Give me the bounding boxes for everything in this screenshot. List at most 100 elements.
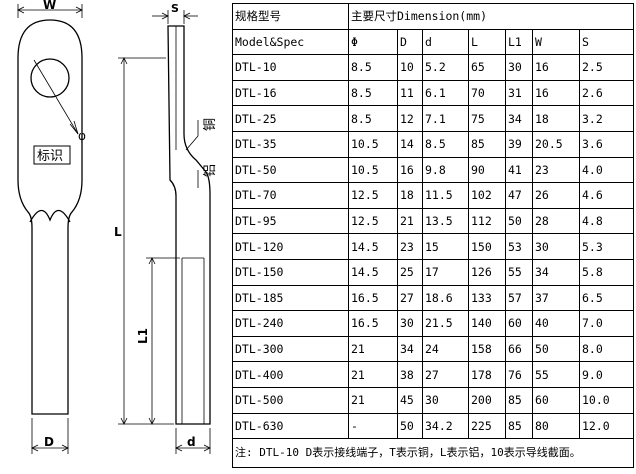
table-cell-W: 37 bbox=[532, 284, 580, 312]
table-cell-model: DTL-35 bbox=[232, 130, 349, 158]
lug-front-outline bbox=[17, 19, 83, 415]
table-cell-L: 133 bbox=[468, 284, 506, 312]
table-cell-L: 200 bbox=[468, 386, 506, 414]
table-cell-L: 70 bbox=[468, 79, 506, 107]
table-cell-D: 30 bbox=[397, 310, 423, 337]
table-cell-phi: 8.5 bbox=[348, 79, 398, 107]
table-cell-d: 8.5 bbox=[422, 130, 469, 158]
col-header-W: W bbox=[532, 28, 580, 56]
table-cell-S: 3.2 bbox=[579, 105, 634, 132]
table-cell-L1: 53 bbox=[505, 233, 533, 260]
table-cell-S: 2.5 bbox=[579, 54, 634, 81]
table-cell-D: 21 bbox=[397, 207, 423, 235]
table-cell-L1: 85 bbox=[505, 386, 533, 414]
table-cell-L: 178 bbox=[468, 361, 506, 388]
table-cell-phi: 16.5 bbox=[348, 310, 398, 337]
table-cell-W: 20.5 bbox=[532, 130, 580, 158]
table-cell-W: 40 bbox=[532, 310, 580, 337]
table-cell-L: 65 bbox=[468, 54, 506, 81]
lug-hole bbox=[30, 58, 70, 98]
table-cell-d: 34.2 bbox=[422, 412, 469, 440]
table-cell-S: 3.6 bbox=[579, 130, 634, 158]
col-header-phi: Φ bbox=[348, 28, 398, 56]
table-cell-phi: - bbox=[348, 412, 398, 440]
dim-l-label: L bbox=[114, 225, 122, 239]
col-header-L: L bbox=[468, 28, 506, 56]
table-cell-L: 150 bbox=[468, 233, 506, 260]
table-cell-model: DTL-150 bbox=[232, 258, 349, 286]
table-cell-W: 18 bbox=[532, 105, 580, 132]
aluminum-label: 铝 bbox=[203, 164, 218, 177]
table-cell-phi: 12.5 bbox=[348, 182, 398, 209]
table-cell-W: 60 bbox=[532, 386, 580, 414]
col-header-d: d bbox=[422, 28, 469, 56]
table-cell-W: 28 bbox=[532, 207, 580, 235]
table-cell-D: 38 bbox=[397, 361, 423, 388]
table-cell-W: 34 bbox=[532, 258, 580, 286]
table-cell-phi: 8.5 bbox=[348, 54, 398, 81]
table-cell-model: DTL-16 bbox=[232, 79, 349, 107]
table-cell-model: DTL-120 bbox=[232, 233, 349, 260]
mark-label-box bbox=[33, 145, 71, 165]
table-cell-d: 21.5 bbox=[422, 310, 469, 337]
table-cell-d: 7.1 bbox=[422, 105, 469, 132]
table-cell-model: DTL-50 bbox=[232, 156, 349, 184]
table-cell-W: 55 bbox=[532, 361, 580, 388]
table-cell-L1: 60 bbox=[505, 310, 533, 337]
table-cell-L1: 39 bbox=[505, 130, 533, 158]
table-cell-W: 80 bbox=[532, 412, 580, 440]
dim-d-lower-label: d bbox=[187, 435, 196, 449]
table-cell-S: 2.6 bbox=[579, 79, 634, 107]
table-cell-phi: 10.5 bbox=[348, 130, 398, 158]
table-cell-L: 158 bbox=[468, 335, 506, 363]
table-cell-model: DTL-300 bbox=[232, 335, 349, 363]
table-cell-S: 4.0 bbox=[579, 156, 634, 184]
table-cell-S: 10.0 bbox=[579, 386, 634, 414]
dim-d-upper-label: D bbox=[44, 435, 54, 449]
table-cell-phi: 16.5 bbox=[348, 284, 398, 312]
table-cell-phi: 14.5 bbox=[348, 258, 398, 286]
table-cell-model: DTL-400 bbox=[232, 361, 349, 388]
table-cell-S: 4.6 bbox=[579, 182, 634, 209]
table-cell-S: 6.5 bbox=[579, 284, 634, 312]
table-cell-L1: 34 bbox=[505, 105, 533, 132]
table-note-row: 注: DTL-10 D表示接线端子，T表示铜，L表示铝，10表示导线截面。 bbox=[232, 438, 634, 469]
table-cell-L1: 55 bbox=[505, 258, 533, 286]
table-cell-model: DTL-500 bbox=[232, 386, 349, 414]
dim-l1-label: L1 bbox=[136, 328, 150, 344]
table-cell-d: 5.2 bbox=[422, 54, 469, 81]
table-cell-L1: 31 bbox=[505, 79, 533, 107]
table-cell-D: 10 bbox=[397, 54, 423, 81]
table-cell-d: 27 bbox=[422, 361, 469, 388]
table-cell-phi: 10.5 bbox=[348, 156, 398, 184]
table-cell-L: 102 bbox=[468, 182, 506, 209]
copper-label: 铜 bbox=[203, 118, 218, 131]
table-cell-model: DTL-70 bbox=[232, 182, 349, 209]
header-spec-en: Model&Spec bbox=[232, 28, 349, 56]
table-cell-model: DTL-185 bbox=[232, 284, 349, 312]
table-cell-L1: 50 bbox=[505, 207, 533, 235]
table-cell-model: DTL-25 bbox=[232, 105, 349, 132]
table-cell-L1: 41 bbox=[505, 156, 533, 184]
table-cell-model: DTL-10 bbox=[232, 54, 349, 81]
table-cell-phi: 21 bbox=[348, 335, 398, 363]
table-cell-D: 14 bbox=[397, 130, 423, 158]
table-cell-W: 30 bbox=[532, 233, 580, 260]
table-cell-S: 9.0 bbox=[579, 361, 634, 388]
table-header-row-1: 规格型号 主要尺寸Dimension(mm) bbox=[232, 3, 634, 30]
table-cell-S: 5.8 bbox=[579, 258, 634, 286]
col-header-S: S bbox=[579, 28, 634, 56]
table-cell-L1: 57 bbox=[505, 284, 533, 312]
mark-label: 标识 bbox=[37, 149, 63, 164]
table-cell-phi: 12.5 bbox=[348, 207, 398, 235]
dim-s-label: S bbox=[171, 2, 179, 15]
col-header-D: D bbox=[397, 28, 423, 56]
table-cell-D: 34 bbox=[397, 335, 423, 363]
table-cell-W: 26 bbox=[532, 182, 580, 209]
table-cell-D: 18 bbox=[397, 182, 423, 209]
